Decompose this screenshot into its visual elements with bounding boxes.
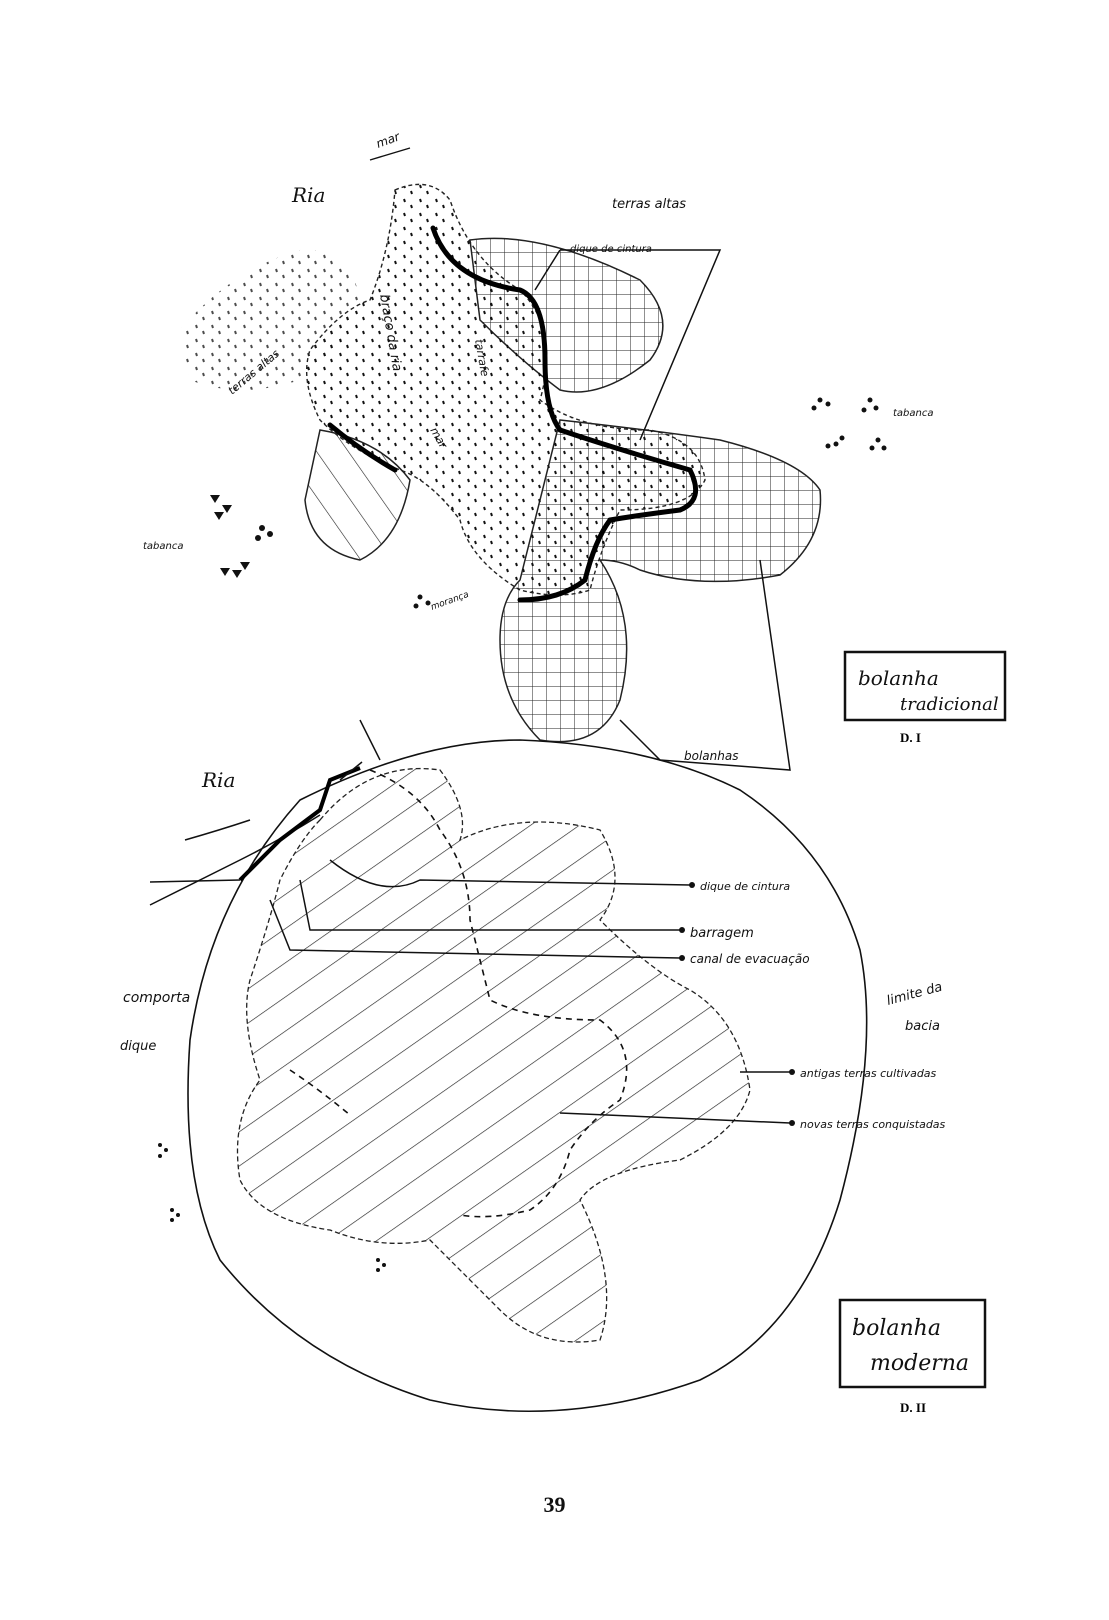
label-comporta: comporta <box>123 990 190 1006</box>
tabanca-right-cluster <box>811 397 887 451</box>
modern-bolanha-diagram: Ria dique de cintura barragem canal de e… <box>120 719 987 1415</box>
modern-title-line2: moderna <box>870 1351 969 1376</box>
label-ria-top: Ria <box>291 183 325 207</box>
limite-bacia-outline <box>187 739 868 1413</box>
page-number: 39 <box>543 1492 566 1517</box>
traditional-title-line2: tradicional <box>900 694 999 715</box>
label-antigas-terras: antigas terras cultivadas <box>800 1067 937 1080</box>
moranca-cluster <box>413 594 431 609</box>
traditional-title-line1: bolanha <box>858 666 939 690</box>
modern-code: D. II <box>900 1400 926 1415</box>
modern-callout-lines <box>149 719 791 1124</box>
label-dique: dique <box>120 1039 156 1054</box>
label-tabanca-right: tabanca <box>893 408 934 419</box>
label-canal-evacuacao: canal de evacuação <box>690 952 810 966</box>
modern-labels: Ria dique de cintura barragem canal de e… <box>120 768 946 1131</box>
label-moranca: morança <box>430 590 471 613</box>
modern-title-box: bolanha moderna D. II <box>838 1298 987 1415</box>
label-limite-bacia-1: limite da <box>885 980 944 1009</box>
antigas-terras-hatch <box>236 767 751 1343</box>
tabanca-clusters <box>210 397 887 609</box>
label-tabanca-left: tabanca <box>143 541 184 552</box>
callout-dots <box>158 882 795 1272</box>
label-novas-terras: novas terras conquistadas <box>800 1118 946 1131</box>
tabanca-left-cluster <box>210 495 273 578</box>
label-mar-top: mar <box>374 129 402 151</box>
dique-cintura-lines <box>327 225 699 603</box>
modern-title-line1: bolanha <box>852 1316 941 1341</box>
label-limite-bacia-2: bacia <box>905 1019 940 1034</box>
label-dique-cintura-top: dique de cintura <box>570 244 652 255</box>
callout-lines <box>534 249 791 771</box>
traditional-code: D. I <box>900 730 921 745</box>
label-bolanhas: bolanhas <box>684 749 738 763</box>
traditional-bolanha-diagram: mar Ria terras altas dique de cintura te… <box>143 129 1007 771</box>
label-dique-cintura-bottom: dique de cintura <box>700 880 790 893</box>
dique-cintura-modern <box>238 766 361 882</box>
label-ria-bottom: Ria <box>201 768 235 792</box>
label-tarrafe: tarrafe <box>472 338 491 377</box>
label-terras-altas-top: terras altas <box>612 197 686 212</box>
label-barragem: barragem <box>690 926 754 941</box>
traditional-title-box: bolanha tradicional D. I <box>843 650 1007 745</box>
